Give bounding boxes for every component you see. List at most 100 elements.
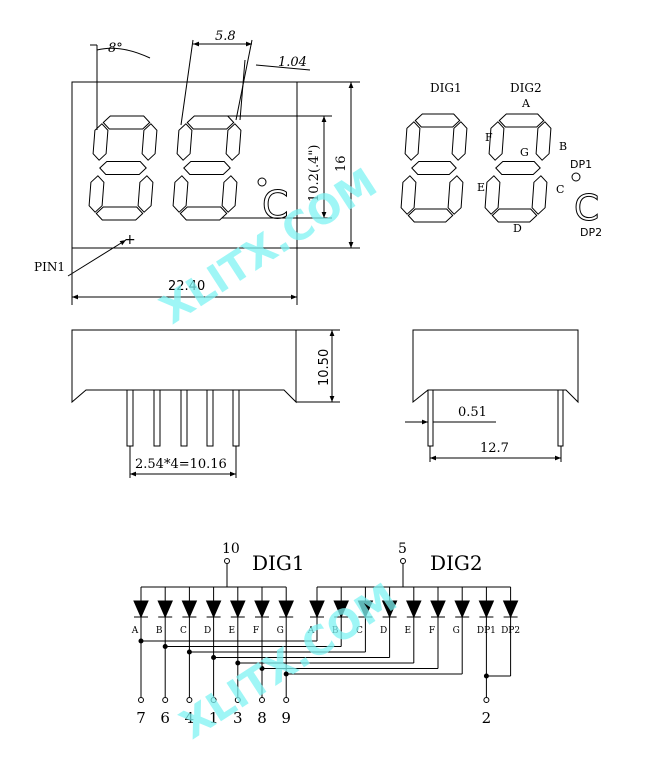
dig1-seg-label-b: B [156, 626, 163, 636]
segment-e [400, 175, 417, 215]
segment-e [172, 175, 189, 213]
segment-b [225, 123, 242, 161]
dig1-diode-g [278, 600, 294, 619]
side-view-right [405, 329, 579, 462]
height-label: 16 [334, 155, 349, 172]
segment-c [137, 175, 154, 213]
dig2-seg-label-dp1: DP1 [477, 626, 496, 636]
seg-thickness-dimension-line [255, 64, 311, 71]
pin1-label: PIN1 [34, 260, 65, 274]
seg-b-label: B [559, 140, 567, 153]
dig1-diode-d [205, 600, 222, 619]
pin-number-8: 8 [257, 709, 267, 727]
dig1-diode-c [181, 600, 198, 619]
digit-height-label: 10.2(.4") [307, 145, 322, 202]
pin-5 [232, 389, 240, 447]
pin-pitch-label: 2.54*4=10.16 [135, 457, 227, 472]
segment-b [141, 123, 158, 161]
dig1-seg-label-e: E [229, 626, 236, 636]
dig1-diode-f [254, 600, 270, 619]
segment-g [411, 161, 457, 175]
segment-f [176, 123, 193, 161]
width-label: 22.40 [168, 279, 205, 294]
front-view [67, 39, 360, 305]
pin-number-4: 4 [185, 709, 195, 727]
segment-d [407, 208, 454, 223]
segment-d [491, 208, 538, 223]
angle-label: 8° [108, 41, 123, 56]
pin-dia-label: 0.51 [458, 405, 487, 420]
segment-a [498, 113, 545, 128]
degree-symbol-dot [257, 177, 267, 187]
dig2-seg-label-b: B [332, 626, 339, 636]
segment-label-view [400, 113, 581, 223]
segment-d [179, 206, 228, 221]
dig1-diode-a [133, 600, 149, 619]
dig2-label: DIG2 [510, 81, 542, 95]
segment-c [447, 175, 464, 215]
dig1-seg-label-f: F [253, 626, 259, 636]
dig2-schematic-label: DIG2 [430, 551, 483, 575]
pin-1 [126, 389, 134, 447]
depth-label: 12.7 [480, 441, 509, 456]
pin1-leader [67, 239, 127, 277]
dig1-seg-label-c: C [180, 626, 187, 636]
side-body-outline-2 [412, 329, 579, 404]
pin-number-9: 9 [281, 709, 291, 727]
dig1-seg-label-g: G [277, 626, 284, 636]
seg-d-label: D [513, 222, 522, 235]
side-view-left [71, 329, 340, 478]
dig1-seg-label-d: D [204, 626, 211, 636]
dig1-label: DIG1 [430, 81, 462, 95]
segment-c [221, 175, 238, 213]
dig2-seg-label-g: G [453, 626, 460, 636]
pin-number-6: 6 [160, 709, 170, 727]
pin-number-7: 7 [136, 709, 146, 727]
pin-number-dp: 2 [482, 709, 492, 727]
segment-g [495, 161, 541, 175]
pin1-plus: + [124, 232, 136, 248]
dig1-schematic-label: DIG1 [252, 551, 305, 575]
dig2-seg-label-c: C [356, 626, 363, 636]
segment-f [404, 121, 421, 161]
dig2-seg-label-dp2: DP2 [501, 626, 520, 636]
pin-number-1: 1 [209, 709, 219, 727]
label-digit-2 [484, 113, 552, 223]
dig2-seg-label-d: D [380, 626, 387, 636]
segment-c [531, 175, 548, 215]
label-c-symbol: C [574, 188, 599, 229]
side-height-label: 10.50 [317, 349, 332, 386]
front-digit-2 [172, 115, 242, 221]
dp2-label: DP2 [580, 226, 602, 239]
segment-e [484, 175, 501, 215]
segment-b [535, 121, 552, 161]
seg-g-label: G [520, 146, 529, 159]
side-body-outline [71, 329, 297, 404]
seg-f-label: F [485, 131, 493, 144]
pin-4 [206, 389, 214, 447]
segment-g [183, 161, 231, 175]
segment-f [488, 121, 505, 161]
segment-d [95, 206, 144, 221]
side-pin-right [557, 389, 564, 447]
dp1-label: DP1 [570, 158, 592, 171]
dig2-seg-label-a: A [307, 626, 315, 636]
pin-number-3: 3 [233, 709, 243, 727]
dig1-pin-number: 10 [222, 541, 240, 557]
dig2-seg-label-e: E [405, 626, 412, 636]
segment-f [92, 123, 109, 161]
segment-b [451, 121, 468, 161]
segment-g [99, 161, 147, 175]
segment-a [102, 115, 151, 130]
dp1-dot [571, 172, 581, 182]
dig1-seg-label-a: A [131, 626, 139, 636]
segment-e [88, 175, 105, 213]
dig2-diode-f [430, 600, 446, 619]
schematic [133, 558, 519, 703]
pin-3 [180, 389, 188, 447]
seg-e-label: E [477, 181, 485, 194]
segment-a [414, 113, 461, 128]
seg-thickness-label: 1.04 [278, 55, 307, 70]
